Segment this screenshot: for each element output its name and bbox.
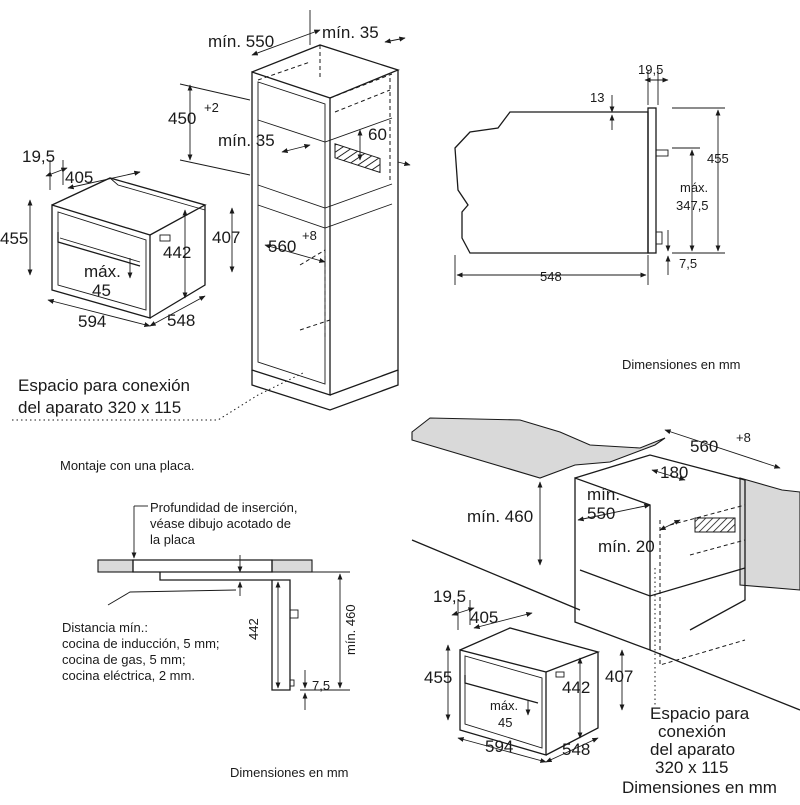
dim-min-35-top: mín. 35: [322, 23, 379, 42]
uc-oven-455: 455: [424, 668, 452, 687]
uc-conn-line1: Espacio para: [650, 704, 750, 723]
sv-dim-max-label: máx.: [680, 180, 708, 195]
dist-note-line4: cocina eléctrica, 2 mm.: [62, 668, 195, 683]
depth-note-line1: Profundidad de inserción,: [150, 500, 297, 515]
uc-dim-min-20: mín. 20: [598, 537, 655, 556]
sv-dim-13: 13: [590, 90, 604, 105]
dim-min-550: mín. 550: [208, 32, 274, 51]
dist-note-line1: Distancia mín.:: [62, 620, 148, 635]
dim-450-sup: +2: [204, 100, 219, 115]
hob-dim-7-5: 7,5: [312, 678, 330, 693]
dim-max-label: máx.: [84, 262, 121, 281]
side-view-top-right: 19,5 13 455 máx. 347,5 548 7,5 Dimension…: [454, 62, 741, 372]
uc-dim-min-550-l1: mín.: [587, 485, 620, 504]
dim-548: 548: [167, 311, 195, 330]
dist-note-line3: cocina de gas, 5 mm;: [62, 652, 186, 667]
under-counter-bottom-right: 560 +8 180 mín. 460 mín. 550 mín. 20 19,…: [411, 417, 800, 797]
dist-note-line2: cocina de inducción, 5 mm;: [62, 636, 220, 651]
connection-label-line2: del aparato 320 x 115: [18, 398, 181, 417]
oven-iso-top-left: 19,5 405 455 442 407 máx. 45 594 548: [0, 147, 240, 331]
dim-455: 455: [0, 229, 28, 248]
uc-dim-180: 180: [660, 463, 688, 482]
uc-oven-594: 594: [485, 737, 513, 756]
dim-19-5: 19,5: [22, 147, 55, 166]
dim-594: 594: [78, 312, 106, 331]
dim-560-sup: +8: [302, 228, 317, 243]
uc-dim-min-460: mín. 460: [467, 507, 533, 526]
depth-note-line2: véase dibujo acotado de: [150, 516, 291, 531]
sv-dim-max-value: 347,5: [676, 198, 709, 213]
hob-dim-442: 442: [246, 618, 261, 640]
uc-conn-line4: 320 x 115: [655, 758, 728, 777]
uc-oven-407: 407: [605, 667, 633, 686]
uc-dim-min-550-l2: 550: [587, 504, 615, 523]
cabinet-iso-top-left: mín. 550 mín. 35 450 +2 mín. 35 60 560 +…: [12, 10, 411, 421]
dim-max-value: 45: [92, 281, 111, 300]
hob-mount-bottom-left: Montaje con una placa. Profundidad de in…: [60, 458, 358, 780]
dim-442: 442: [163, 243, 191, 262]
uc-oven-max-value: 45: [498, 715, 512, 730]
dim-405: 405: [65, 168, 93, 187]
uc-oven-442: 442: [562, 678, 590, 697]
sv-dim-548: 548: [540, 269, 562, 284]
depth-note-line3: la placa: [150, 532, 196, 547]
caption-bottom-right: Dimensiones en mm: [622, 778, 777, 797]
connection-label-line1: Espacio para conexión: [18, 376, 190, 395]
dim-min-35-mid: mín. 35: [218, 131, 275, 150]
uc-oven-19-5: 19,5: [433, 587, 466, 606]
sv-dim-7-5: 7,5: [679, 256, 697, 271]
dim-560: 560: [268, 237, 296, 256]
uc-conn-line3: del aparato: [650, 740, 735, 759]
dim-60: 60: [368, 125, 387, 144]
sv-dim-455: 455: [707, 151, 729, 166]
uc-conn-line2: conexión: [658, 722, 726, 741]
dim-450: 450: [168, 109, 196, 128]
caption-top-right: Dimensiones en mm: [622, 357, 741, 372]
dim-407: 407: [212, 228, 240, 247]
sv-dim-19-5: 19,5: [638, 62, 663, 77]
uc-oven-548: 548: [562, 740, 590, 759]
uc-dim-560-sup: +8: [736, 430, 751, 445]
uc-oven-max-label: máx.: [490, 698, 518, 713]
mount-title: Montaje con una placa.: [60, 458, 194, 473]
uc-oven-405: 405: [470, 608, 498, 627]
caption-bottom-left: Dimensiones en mm: [230, 765, 349, 780]
hob-dim-min-460: mín. 460: [343, 604, 358, 655]
uc-dim-560: 560: [690, 437, 718, 456]
